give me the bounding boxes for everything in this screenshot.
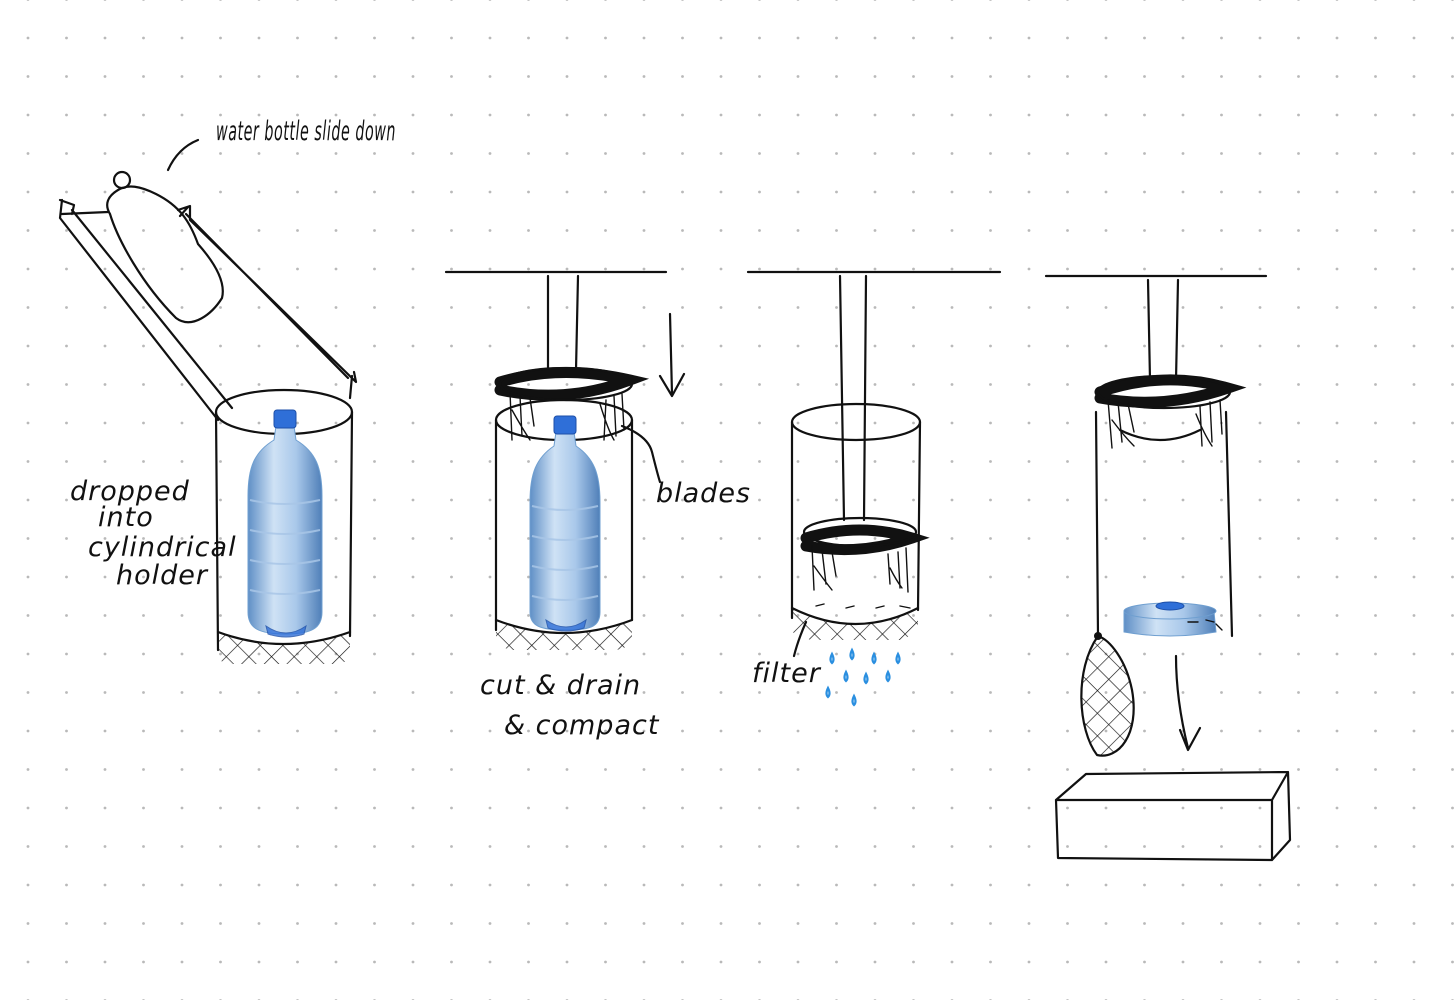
label-cylindrical: cylindrical xyxy=(88,532,237,563)
compacted-bottle-image xyxy=(1124,602,1216,636)
label-blades: blades xyxy=(656,478,751,509)
label-into: into xyxy=(98,502,154,533)
label-holder: holder xyxy=(116,560,209,591)
hinge xyxy=(1094,632,1102,640)
label-filter: filter xyxy=(752,658,822,689)
label-cut-drain: cut & drain xyxy=(480,670,641,701)
label-bottle-slide-line: water bottle slide down xyxy=(216,116,396,147)
label-compact: & compact xyxy=(504,710,660,741)
